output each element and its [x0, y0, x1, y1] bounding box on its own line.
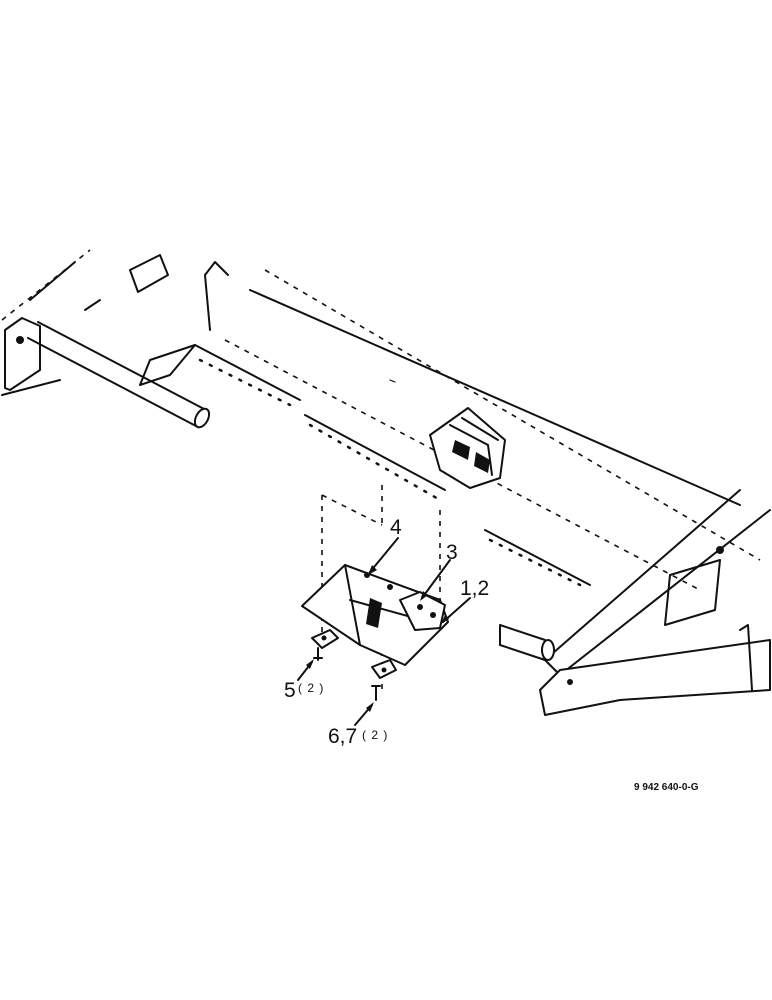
- callout-leaders: [297, 537, 471, 726]
- document-number: 9 942 640-0-G: [634, 782, 699, 793]
- center-bracket: [429, 407, 506, 489]
- callout-3: 3: [446, 541, 458, 564]
- callout-1-2: 1,2: [460, 577, 489, 600]
- clip-5: [311, 629, 339, 661]
- callout-6-7-quantity: ( 2 ): [362, 728, 388, 742]
- right-frame: [499, 489, 771, 716]
- shield-part: [301, 564, 449, 666]
- callout-5-quantity: ( 2 ): [298, 681, 324, 695]
- callout-4: 4: [390, 516, 402, 539]
- callout-5: 5: [284, 679, 296, 702]
- left-frame: [1, 249, 196, 396]
- clip-6-7: [371, 659, 397, 701]
- callout-6-7: 6,7: [328, 725, 357, 748]
- bracket-part: [399, 591, 446, 631]
- left-tube: [27, 321, 211, 429]
